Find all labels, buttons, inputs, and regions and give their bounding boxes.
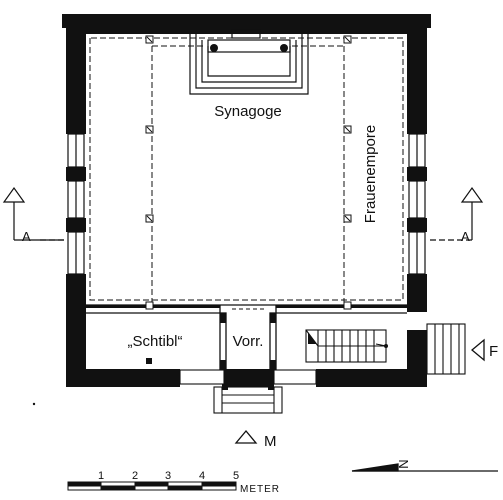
pilasters	[62, 14, 431, 28]
section-label-right: A	[461, 229, 470, 244]
north-label: N	[396, 459, 411, 468]
door-posts	[146, 358, 274, 390]
section-label-left: A	[22, 229, 31, 244]
section-marker-right	[430, 186, 484, 241]
stair-landing-mark	[308, 332, 316, 344]
north-arrow	[351, 463, 498, 472]
windows-left	[67, 133, 85, 275]
elevation-label-side: F	[489, 343, 498, 360]
scale-tick-1: 1	[98, 470, 104, 482]
ark-columns	[210, 44, 288, 52]
outer-walls	[66, 14, 427, 387]
scale-tick-3: 3	[165, 470, 171, 482]
scale-tick-labels: 1 2 3 4 5	[98, 470, 239, 482]
staircase	[305, 329, 387, 363]
stair-newel	[384, 344, 388, 348]
scale-tick-5: 5	[233, 470, 239, 482]
columns	[145, 35, 352, 310]
label-synagogue: Synagoge	[214, 103, 282, 120]
elevation-label-main: M	[264, 433, 277, 450]
torah-ark	[189, 29, 309, 95]
elevation-marker-main	[234, 429, 258, 444]
scale-tick-4: 4	[199, 470, 205, 482]
column-marks	[146, 36, 351, 222]
lower-room-wall-fill	[220, 313, 276, 369]
scale-unit: METER	[240, 484, 280, 495]
side-entrance-steps	[426, 323, 466, 375]
main-entrance-steps	[179, 369, 317, 414]
label-vestibule: Vorr.	[233, 333, 264, 350]
scale-tick-2: 2	[132, 470, 138, 482]
gallery-outline	[89, 37, 404, 305]
label-schtibl: „Schtibl“	[127, 333, 182, 350]
label-womens-gallery: Frauenempore	[362, 125, 379, 223]
section-marker-left	[2, 186, 64, 241]
scale-bar	[67, 481, 237, 491]
stray-dot	[32, 402, 36, 406]
elevation-marker-side	[470, 338, 485, 362]
windows-right	[408, 133, 426, 275]
